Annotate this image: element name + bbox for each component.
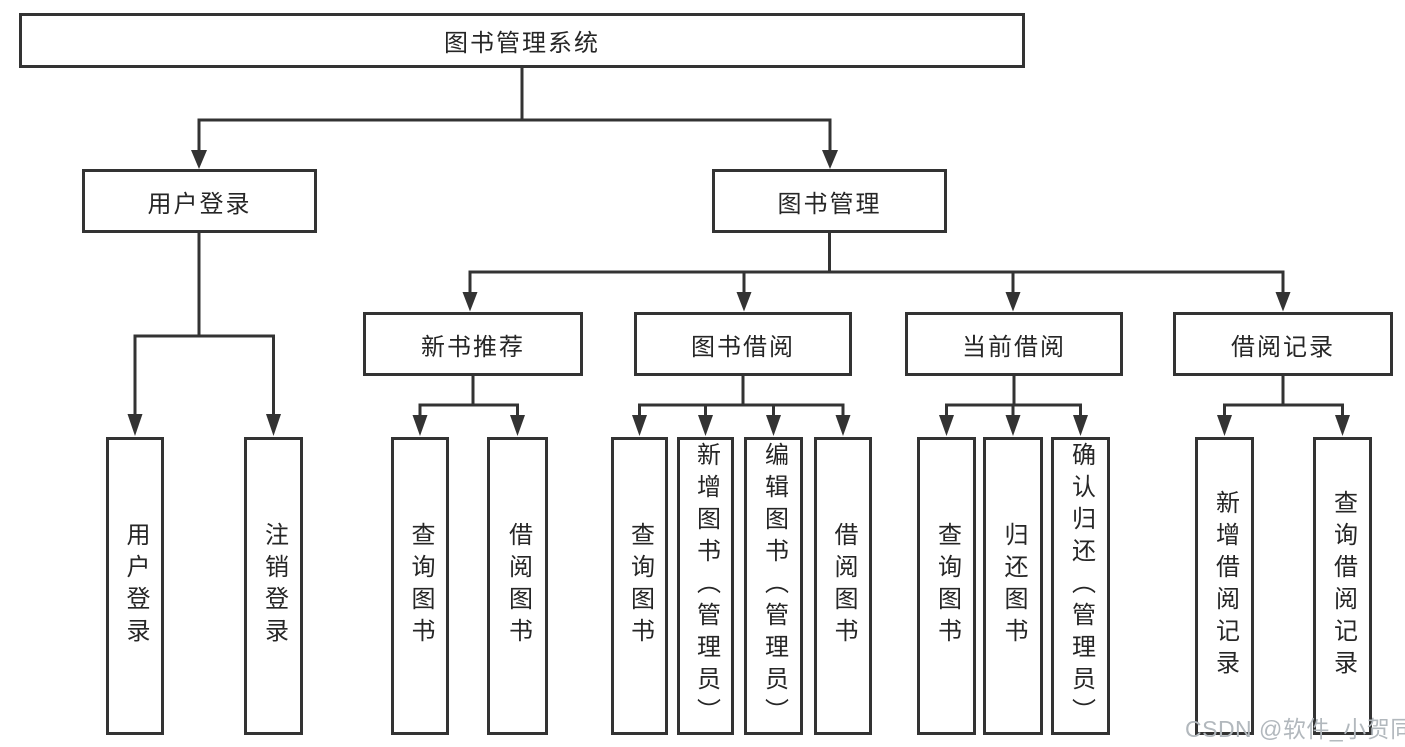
leaf-borrow-borrow-books-label: 借阅图书 [830,522,857,650]
connector-book-management-to-level3 [468,233,1285,294]
node-current-borrow-label: 当前借阅 [962,333,1066,361]
node-user-login: 用户登录 [82,169,317,233]
node-root-label: 图书管理系统 [444,30,600,57]
connector-borrow-subtree [638,376,845,417]
node-new-book-recommend: 新书推荐 [363,312,583,376]
leaf-current-query-books-label: 查询图书 [933,522,961,650]
node-book-borrow: 图书借阅 [634,312,852,376]
node-root: 图书管理系统 [19,13,1025,68]
node-borrow-records: 借阅记录 [1173,312,1393,376]
node-user-login-label: 用户登录 [147,190,252,218]
node-borrow-records-label: 借阅记录 [1231,333,1335,361]
node-new-book-recommend-label: 新书推荐 [421,333,525,361]
arrowheads [127,150,1350,436]
connector-current-subtree [945,376,1082,417]
leaf-recommend-borrow-books: 借阅图书 [487,437,548,735]
leaf-recommend-query-books-label: 查询图书 [407,522,434,650]
leaf-records-add-record-label: 新增借阅记录 [1211,490,1239,682]
connector-recommend-subtree [418,376,519,417]
leaf-borrow-query-books: 查询图书 [611,437,668,735]
leaf-borrow-edit-book-admin-label: 编辑图书（管理员） [760,442,788,730]
connector-user-login-subtree [133,233,275,416]
node-book-management-label: 图书管理 [777,190,882,218]
leaf-user-login: 用户登录 [106,437,164,735]
leaf-borrow-query-books-label: 查询图书 [626,522,654,650]
leaf-logout-label: 注销登录 [260,522,288,650]
leaf-current-confirm-return-admin: 确认归还（管理员） [1051,437,1110,735]
connector-records-subtree [1223,376,1344,417]
leaf-recommend-borrow-books-label: 借阅图书 [504,522,532,650]
leaf-current-confirm-return-admin-label: 确认归还（管理员） [1067,442,1095,730]
leaf-records-add-record: 新增借阅记录 [1195,437,1254,735]
leaf-current-return-books: 归还图书 [983,437,1043,735]
leaf-recommend-query-books: 查询图书 [391,437,449,735]
leaf-borrow-add-book-admin-label: 新增图书（管理员） [692,442,720,730]
node-current-borrow: 当前借阅 [905,312,1123,376]
leaf-user-login-label: 用户登录 [122,522,149,650]
node-book-management: 图书管理 [712,169,947,233]
node-book-borrow-label: 图书借阅 [691,333,795,361]
leaf-borrow-borrow-books: 借阅图书 [814,437,872,735]
leaf-records-query-record-label: 查询借阅记录 [1329,490,1357,682]
leaf-logout: 注销登录 [244,437,303,735]
watermark: CSDN @软件_小贺同学 [1185,716,1405,742]
leaf-records-query-record: 查询借阅记录 [1313,437,1372,735]
leaf-current-return-books-label: 归还图书 [1000,522,1027,650]
leaf-borrow-edit-book-admin: 编辑图书（管理员） [744,437,803,735]
connector-root-to-level2 [197,68,832,151]
leaf-borrow-add-book-admin: 新增图书（管理员） [677,437,734,735]
leaf-current-query-books: 查询图书 [917,437,976,735]
